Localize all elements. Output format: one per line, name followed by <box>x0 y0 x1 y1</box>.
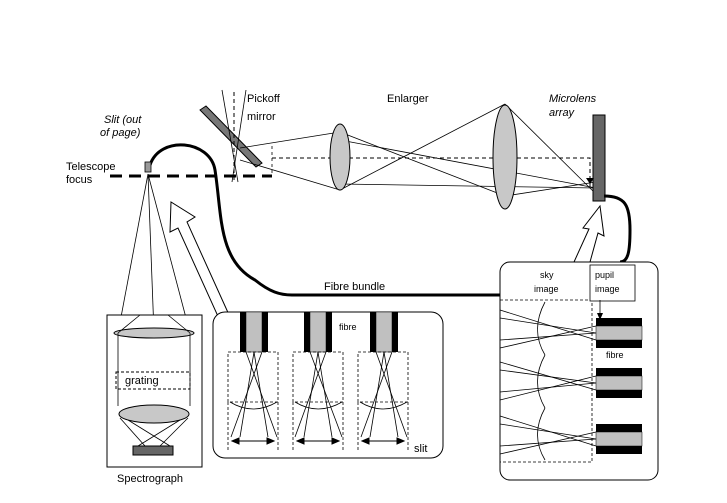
enlarger-label: Enlarger <box>387 93 429 105</box>
fibre-bundle-right <box>603 194 632 264</box>
pupil-image-label: pupil <box>595 270 614 280</box>
slit-out-of-page-label-2: of page) <box>100 127 141 139</box>
fibre-slit-inset <box>212 311 444 459</box>
pickoff-mirror-label-2: mirror <box>247 111 276 123</box>
enlarger-lens-small <box>329 123 351 191</box>
spectrograph-label: Spectrograph <box>117 473 183 485</box>
pupil-image-box <box>589 264 636 302</box>
slit-label: slit <box>414 443 427 455</box>
slit-out-of-page-label: Slit (out <box>104 114 142 126</box>
fibre-label-right: fibre <box>606 350 624 360</box>
microlens-array <box>592 114 606 202</box>
sky-image-label-2: image <box>534 284 559 294</box>
enlarger-rays <box>239 103 597 197</box>
sky-pupil-inset <box>499 204 659 481</box>
microlens-array-label: Microlens <box>549 93 597 105</box>
pickoff-mirror-label: Pickoff <box>247 93 281 105</box>
grating-label: grating <box>125 375 159 387</box>
zoom-arrow-right <box>573 204 605 263</box>
telescope-focus-label: Telescope <box>66 161 116 173</box>
fibre-bundle <box>148 143 500 297</box>
slit-end <box>144 161 152 173</box>
fibre-bundle-label: Fibre bundle <box>324 281 385 293</box>
zoom-arrow-left <box>169 201 238 324</box>
telescope-focus-label-2: focus <box>66 174 93 186</box>
microlens-array-label-2: array <box>549 107 576 119</box>
spectrograph-box <box>106 314 203 468</box>
fibre-label-middle: fibre <box>339 322 357 332</box>
enlarger-lens-large <box>492 104 518 210</box>
pupil-image-label-2: image <box>595 284 620 294</box>
sky-image-label: sky <box>540 270 554 280</box>
